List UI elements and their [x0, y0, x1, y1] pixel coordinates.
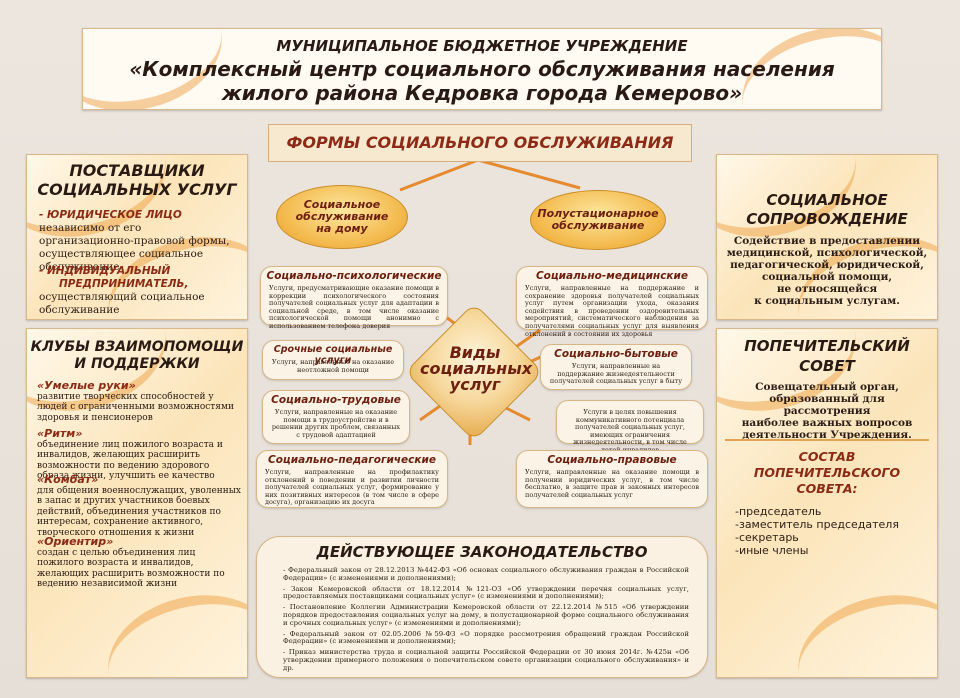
board-composition-3: СОВЕТА:	[796, 481, 858, 496]
service-card-medical: Социально-медицинские Услуги, направленн…	[516, 266, 708, 337]
law-item: - Постановление Коллегии Администрации К…	[283, 603, 689, 627]
legislation-panel: ДЕЙСТВУЮЩЕЕ ЗАКОНОДАТЕЛЬСТВО - Федеральн…	[256, 536, 708, 678]
service-card-urgent: Срочные социальные услуги Услуги, направ…	[262, 340, 404, 380]
club-item-2: «Ритм» объединение лиц пожилого возраста…	[37, 427, 223, 481]
org-name-line2: жилого района Кедровка города Кемерово»	[221, 81, 743, 105]
club-item-4: «Ориентир» создан с целью объединения ли…	[37, 535, 225, 589]
individual-entrepreneur: - ИНДИВИДУАЛЬНЫЙ ПРЕДПРИНИМАТЕЛЬ, осущес…	[39, 265, 205, 316]
services-title: Виды социальных услуг	[420, 343, 533, 394]
divider	[725, 439, 929, 441]
board-title-1: ПОПЕЧИТЕЛЬСКИЙ	[744, 337, 910, 355]
service-card-communication: Услуги в целях повышения коммуникативног…	[556, 400, 704, 454]
support-panel: СОЦИАЛЬНОЕ СОПРОВОЖДЕНИЕ Содействие в пр…	[716, 154, 938, 320]
org-name-line1: «Комплексный центр социального обслужива…	[129, 57, 835, 81]
clubs-panel: КЛУБЫ ВЗАИМОПОМОЩИ И ПОДДЕРЖКИ «Умелые р…	[26, 328, 248, 678]
clubs-title-2: И ПОДДЕРЖКИ	[74, 356, 200, 372]
law-item: - Федеральный закон от 02.05.2006 №59-ФЗ…	[283, 629, 689, 646]
board-title-2: СОВЕТ	[799, 357, 855, 375]
legal-entity: - ЮРИДИЧЕСКОЕ ЛИЦО независимо от его орг…	[39, 209, 230, 273]
law-item: - Приказ министерства труда и социальной…	[283, 648, 689, 672]
service-card-household: Социально-бытовые Услуги, направленные н…	[540, 344, 692, 390]
providers-title-1: ПОСТАВЩИКИ	[69, 161, 205, 180]
providers-title-2: СОЦИАЛЬНЫХ УСЛУГ	[37, 180, 237, 199]
support-title-1: СОЦИАЛЬНОЕ	[766, 191, 888, 209]
law-item: - Закон Кемеровской области от 18.12.201…	[283, 584, 689, 601]
legislation-title: ДЕЙСТВУЮЩЕЕ ЗАКОНОДАТЕЛЬСТВО	[316, 543, 648, 561]
service-card-labor: Социально-трудовые Услуги, направленные …	[262, 390, 410, 444]
board-text: Совещательный орган, образованный для ра…	[741, 381, 913, 441]
service-card-legal: Социально-правовые Услуги, направленные …	[516, 450, 708, 508]
clubs-title-1: КЛУБЫ ВЗАИМОПОМОЩИ	[30, 339, 244, 355]
support-title-2: СОПРОВОЖДЕНИЕ	[746, 210, 908, 228]
forms-title: ФОРМЫ СОЦИАЛЬНОГО ОБСЛУЖИВАНИЯ	[268, 124, 692, 162]
service-card-psych: Социально-психологические Услуги, предус…	[260, 266, 448, 330]
org-type: МУНИЦИПАЛЬНОЕ БЮДЖЕТНОЕ УЧРЕЖДЕНИЕ	[276, 37, 688, 55]
law-item: - Федеральный закон от 28.12.2013 №442-Ф…	[283, 566, 689, 582]
legislation-list: - Федеральный закон от 28.12.2013 №442-Ф…	[283, 566, 689, 673]
service-card-pedagogical: Социально-педагогические Услуги, направл…	[256, 450, 448, 508]
club-item-1: «Умелые руки» развитие творческих способ…	[37, 379, 234, 423]
providers-panel: ПОСТАВЩИКИ СОЦИАЛЬНЫХ УСЛУГ - ЮРИДИЧЕСКО…	[26, 154, 248, 320]
board-composition-2: ПОПЕЧИТЕЛЬСКОГО	[753, 465, 901, 480]
header-panel: МУНИЦИПАЛЬНОЕ БЮДЖЕТНОЕ УЧРЕЖДЕНИЕ «Комп…	[82, 28, 882, 110]
support-text: Содействие в предоставлении медицинской,…	[726, 235, 928, 307]
board-members: -председатель -заместитель председателя …	[735, 505, 899, 557]
board-composition-1: СОСТАВ	[798, 449, 856, 464]
club-item-3: «Комбат» для общения военнослужащих, уво…	[37, 473, 242, 538]
board-panel: ПОПЕЧИТЕЛЬСКИЙ СОВЕТ Совещательный орган…	[716, 328, 938, 678]
